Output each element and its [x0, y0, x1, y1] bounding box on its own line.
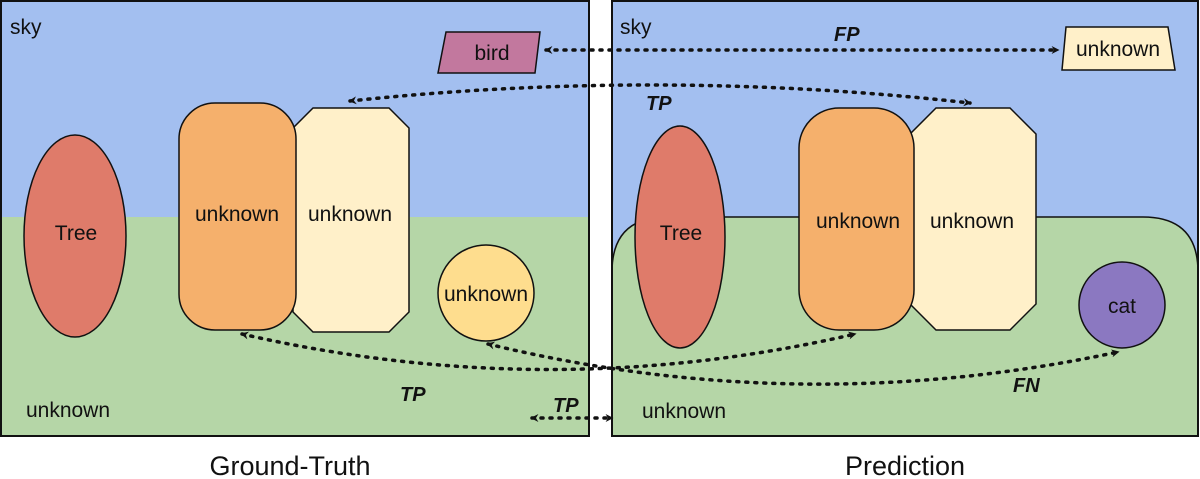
gt-circle-object-shape: [437, 244, 535, 342]
circle-cat-fn-label: FN: [1013, 375, 1040, 397]
gt-orange-object-label: unknown: [195, 203, 279, 226]
objects-top-tp-arrow: [348, 83, 972, 107]
gt-cream-object-label: unknown: [308, 203, 392, 226]
pred-unknown-box-label: unknown: [1076, 38, 1160, 61]
pred-cat-shape: [1078, 261, 1166, 349]
gt-frame: [0, 0, 590, 437]
pred-orange-object-shape: [798, 107, 915, 331]
gt-tree-shape: [23, 134, 127, 338]
pred-unknown-box-shape: [1061, 26, 1176, 71]
gt-circle-object-label: unknown: [444, 283, 528, 306]
pred-ground-region: [611, 216, 1199, 437]
pred-frame: [611, 0, 1199, 437]
prediction-panel: sky unknown Tree unknown unknown cat unk…: [611, 0, 1199, 437]
pred-cream-object-shape: [909, 107, 1037, 331]
objects-bottom-tp-label: TP: [400, 384, 426, 406]
gt-ground-label: unknown: [26, 399, 110, 422]
circle-cat-fn-arrow: [486, 341, 1120, 386]
ground-truth-caption: Ground-Truth: [209, 451, 370, 479]
pred-sky-label: sky: [620, 16, 652, 39]
gt-orange-object-shape: [178, 102, 297, 331]
gt-sky-label: sky: [10, 16, 42, 39]
gt-cream-object-shape: [292, 107, 410, 333]
prediction-caption: Prediction: [845, 451, 965, 479]
matching-arrows: [240, 46, 1120, 422]
ground-truth-panel: sky bird Tree unknown unknown unknown un…: [0, 0, 590, 437]
pred-cat-label: cat: [1108, 295, 1136, 318]
objects-top-tp-label: TP: [646, 93, 672, 115]
ground-tp-label: TP: [553, 395, 579, 417]
gt-bird-shape: [437, 31, 541, 74]
gt-bird-label: bird: [474, 42, 509, 65]
pred-ground-label: unknown: [642, 400, 726, 423]
bird-fp-label: FP: [834, 24, 860, 46]
pred-orange-object-label: unknown: [816, 210, 900, 233]
pred-tree-label: Tree: [660, 222, 702, 245]
gt-tree-label: Tree: [55, 222, 97, 245]
pred-cream-object-label: unknown: [930, 210, 1014, 233]
